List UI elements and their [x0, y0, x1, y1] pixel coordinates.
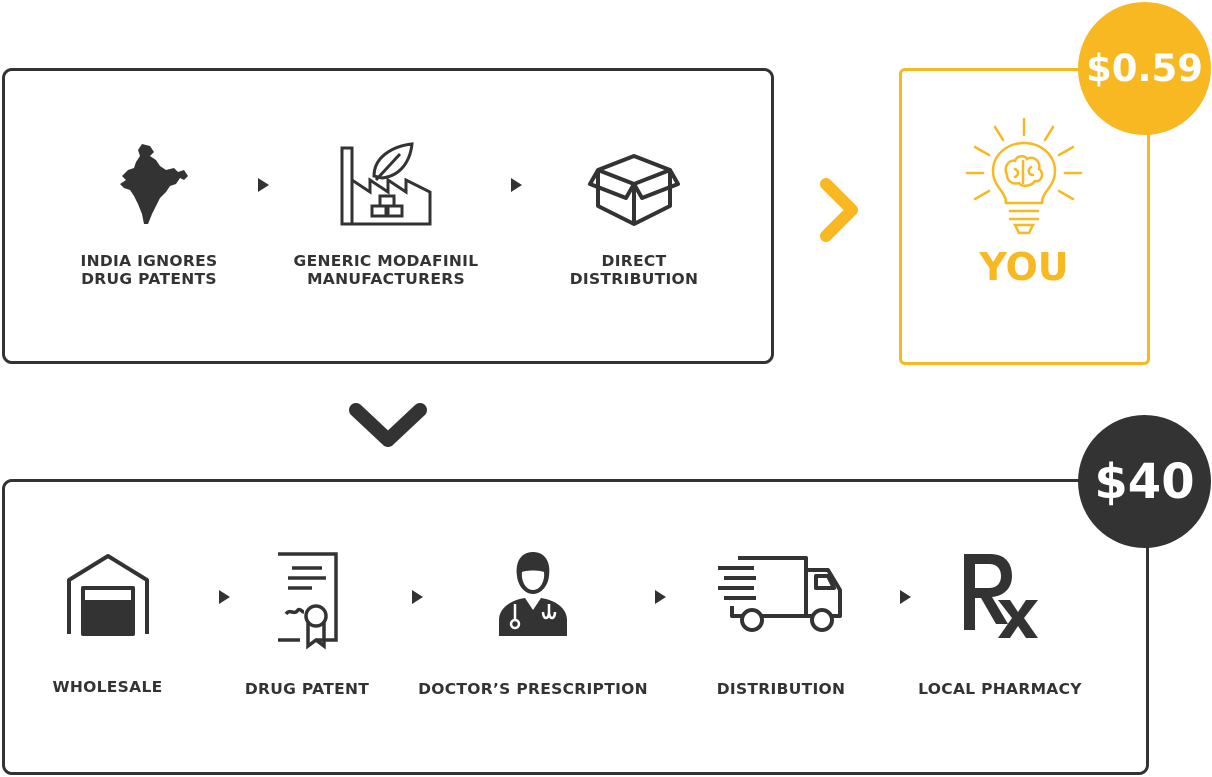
direct-price-badge: $0.59 [1078, 2, 1211, 135]
you-panel [899, 68, 1150, 365]
step-india-label: INDIA IGNORES DRUG PATENTS [80, 252, 218, 288]
open-box-icon [588, 154, 680, 226]
step-manufacturers: GENERIC MODAFINIL MANUFACTURERS [286, 140, 486, 288]
step-local-pharmacy: LOCAL PHARMACY [905, 550, 1095, 698]
arrow-right-icon [219, 590, 230, 604]
certificate-icon [278, 552, 338, 650]
step-distribution-label: DISTRIBUTION [716, 680, 846, 698]
arrow-right-icon [412, 590, 423, 604]
step-direct-distribution-label: DIRECT DISTRIBUTION [569, 252, 699, 288]
chevron-right-icon [820, 178, 858, 242]
warehouse-icon [66, 554, 149, 636]
chevron-down-icon [349, 403, 427, 447]
step-doctor-prescription: DOCTOR’S PRESCRIPTION [408, 550, 658, 698]
arrow-right-icon [258, 178, 269, 192]
rx-icon [964, 554, 1038, 638]
retail-path-panel [2, 479, 1149, 775]
arrow-right-icon [511, 178, 522, 192]
retail-price-badge: $40 [1078, 415, 1211, 548]
arrow-right-icon [655, 590, 666, 604]
factory-leaf-icon [340, 142, 432, 226]
step-doctor-prescription-label: DOCTOR’S PRESCRIPTION [418, 680, 648, 698]
step-direct-distribution: DIRECT DISTRIBUTION [548, 140, 720, 288]
step-local-pharmacy-label: LOCAL PHARMACY [918, 680, 1082, 698]
step-india: INDIA IGNORES DRUG PATENTS [60, 140, 238, 288]
step-manufacturers-label: GENERIC MODAFINIL MANUFACTURERS [293, 252, 479, 288]
you-label: YOU [979, 245, 1069, 289]
step-drug-patent-label: DRUG PATENT [244, 680, 370, 698]
arrow-right-icon [900, 590, 911, 604]
step-wholesale: WHOLESALE [35, 550, 180, 696]
lightbulb-brain-icon [965, 117, 1083, 235]
doctor-icon [499, 552, 567, 636]
step-drug-patent: DRUG PATENT [232, 550, 382, 698]
step-wholesale-label: WHOLESALE [52, 678, 163, 696]
delivery-truck-icon [718, 556, 842, 632]
step-distribution: DISTRIBUTION [700, 550, 862, 698]
india-map-icon [120, 144, 188, 224]
